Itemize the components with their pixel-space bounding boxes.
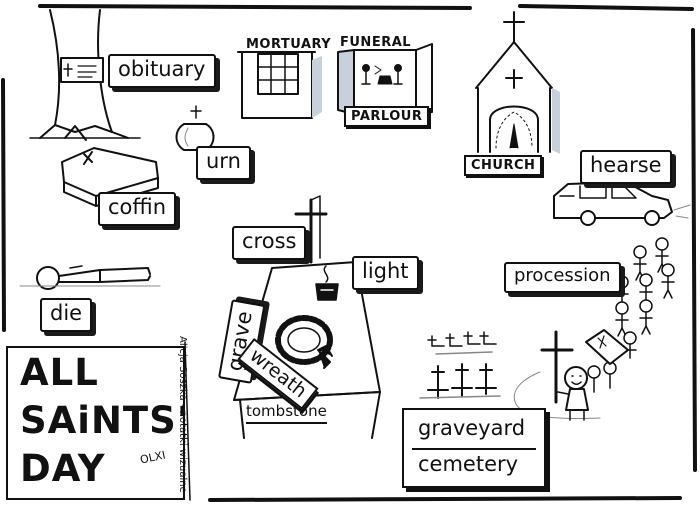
title-line-2: SAiNTS' xyxy=(20,399,190,442)
label-urn: urn xyxy=(196,146,251,180)
funeral-parlour-icon xyxy=(337,43,433,115)
frame-strokes xyxy=(1,4,697,502)
church-icon xyxy=(475,11,560,154)
label-funeral: FUNERAL xyxy=(340,35,412,50)
label-divider xyxy=(412,448,536,450)
label-obituary: obituary xyxy=(108,54,216,88)
wreath-icon xyxy=(275,315,333,369)
graveyard-cemetery-box: graveyard cemetery xyxy=(402,408,546,488)
label-cemetery: cemetery xyxy=(418,452,519,476)
tree-icon xyxy=(29,9,141,141)
label-coffin: coffin xyxy=(98,192,177,226)
label-procession: procession xyxy=(504,262,621,293)
label-church: CHURCH xyxy=(464,155,543,176)
candle-icon xyxy=(315,265,339,301)
graves-icon xyxy=(419,331,501,399)
lying-person-icon xyxy=(19,265,161,290)
label-graveyard: graveyard xyxy=(418,416,526,440)
label-light: light xyxy=(352,256,419,290)
cross-bearer-icon xyxy=(540,330,589,421)
label-hearse: hearse xyxy=(580,150,672,184)
coffin-icon xyxy=(61,147,159,207)
label-mortuary: MORTUARY xyxy=(246,37,332,52)
label-cross: cross xyxy=(232,226,307,260)
label-tombstone: tombstone xyxy=(246,404,327,424)
divider xyxy=(184,341,191,501)
label-die: die xyxy=(40,298,93,332)
urn-icon xyxy=(175,105,215,151)
label-parlour: PARLOUR xyxy=(344,106,430,127)
title-line-1: ALL xyxy=(20,351,99,394)
hearse-icon xyxy=(553,181,691,226)
mortuary-icon xyxy=(237,51,322,119)
title-box: ALL SAiNTS' DAY xyxy=(6,346,188,500)
title-line-3: DAY xyxy=(20,447,106,490)
author-credit: Alicja Soszka - notatki wizualne xyxy=(177,336,188,493)
